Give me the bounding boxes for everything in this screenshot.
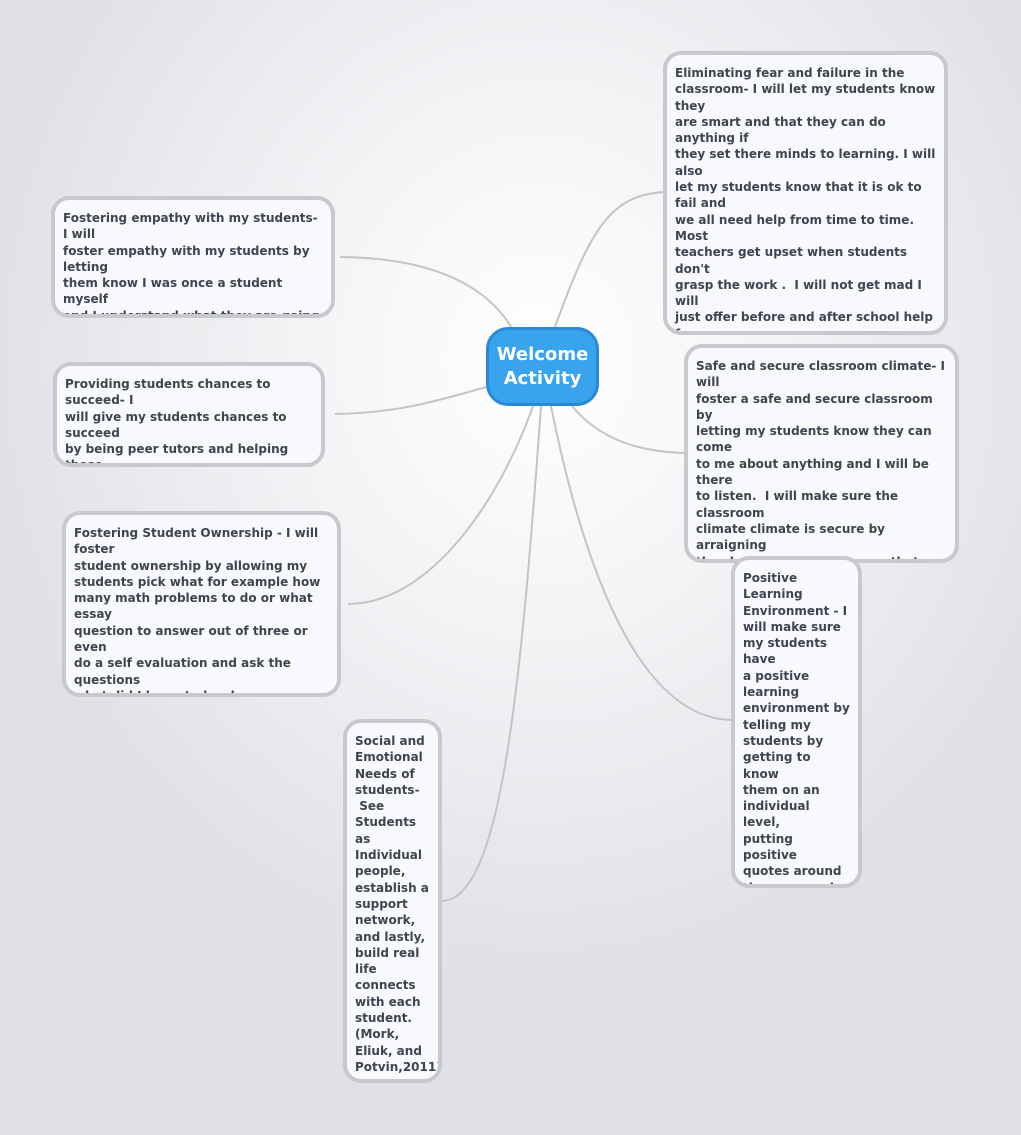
central-topic[interactable]: Welcome Activity: [486, 327, 599, 406]
connector-chances: [334, 385, 491, 415]
connector-eliminating-fear: [554, 191, 665, 328]
connector-ownership: [347, 405, 534, 605]
topic-safe-secure[interactable]: Safe and secure classroom climate- I wil…: [684, 344, 959, 563]
topic-positive-learning[interactable]: Positive Learning Environment - I will m…: [731, 556, 862, 888]
connector-social: [441, 405, 542, 902]
topic-social-emotional[interactable]: Social and Emotional Needs of students- …: [343, 719, 442, 1083]
connector-safe-secure: [571, 405, 687, 454]
topic-student-ownership[interactable]: Fostering Student Ownership - I will fos…: [62, 511, 341, 697]
topic-empathy[interactable]: Fostering empathy with my students- I wi…: [51, 196, 335, 318]
connector-empathy: [339, 256, 514, 331]
topic-chances-to-succeed[interactable]: Providing students chances to succeed- I…: [53, 362, 325, 467]
topic-eliminating-fear[interactable]: Eliminating fear and failure in the clas…: [663, 51, 948, 335]
